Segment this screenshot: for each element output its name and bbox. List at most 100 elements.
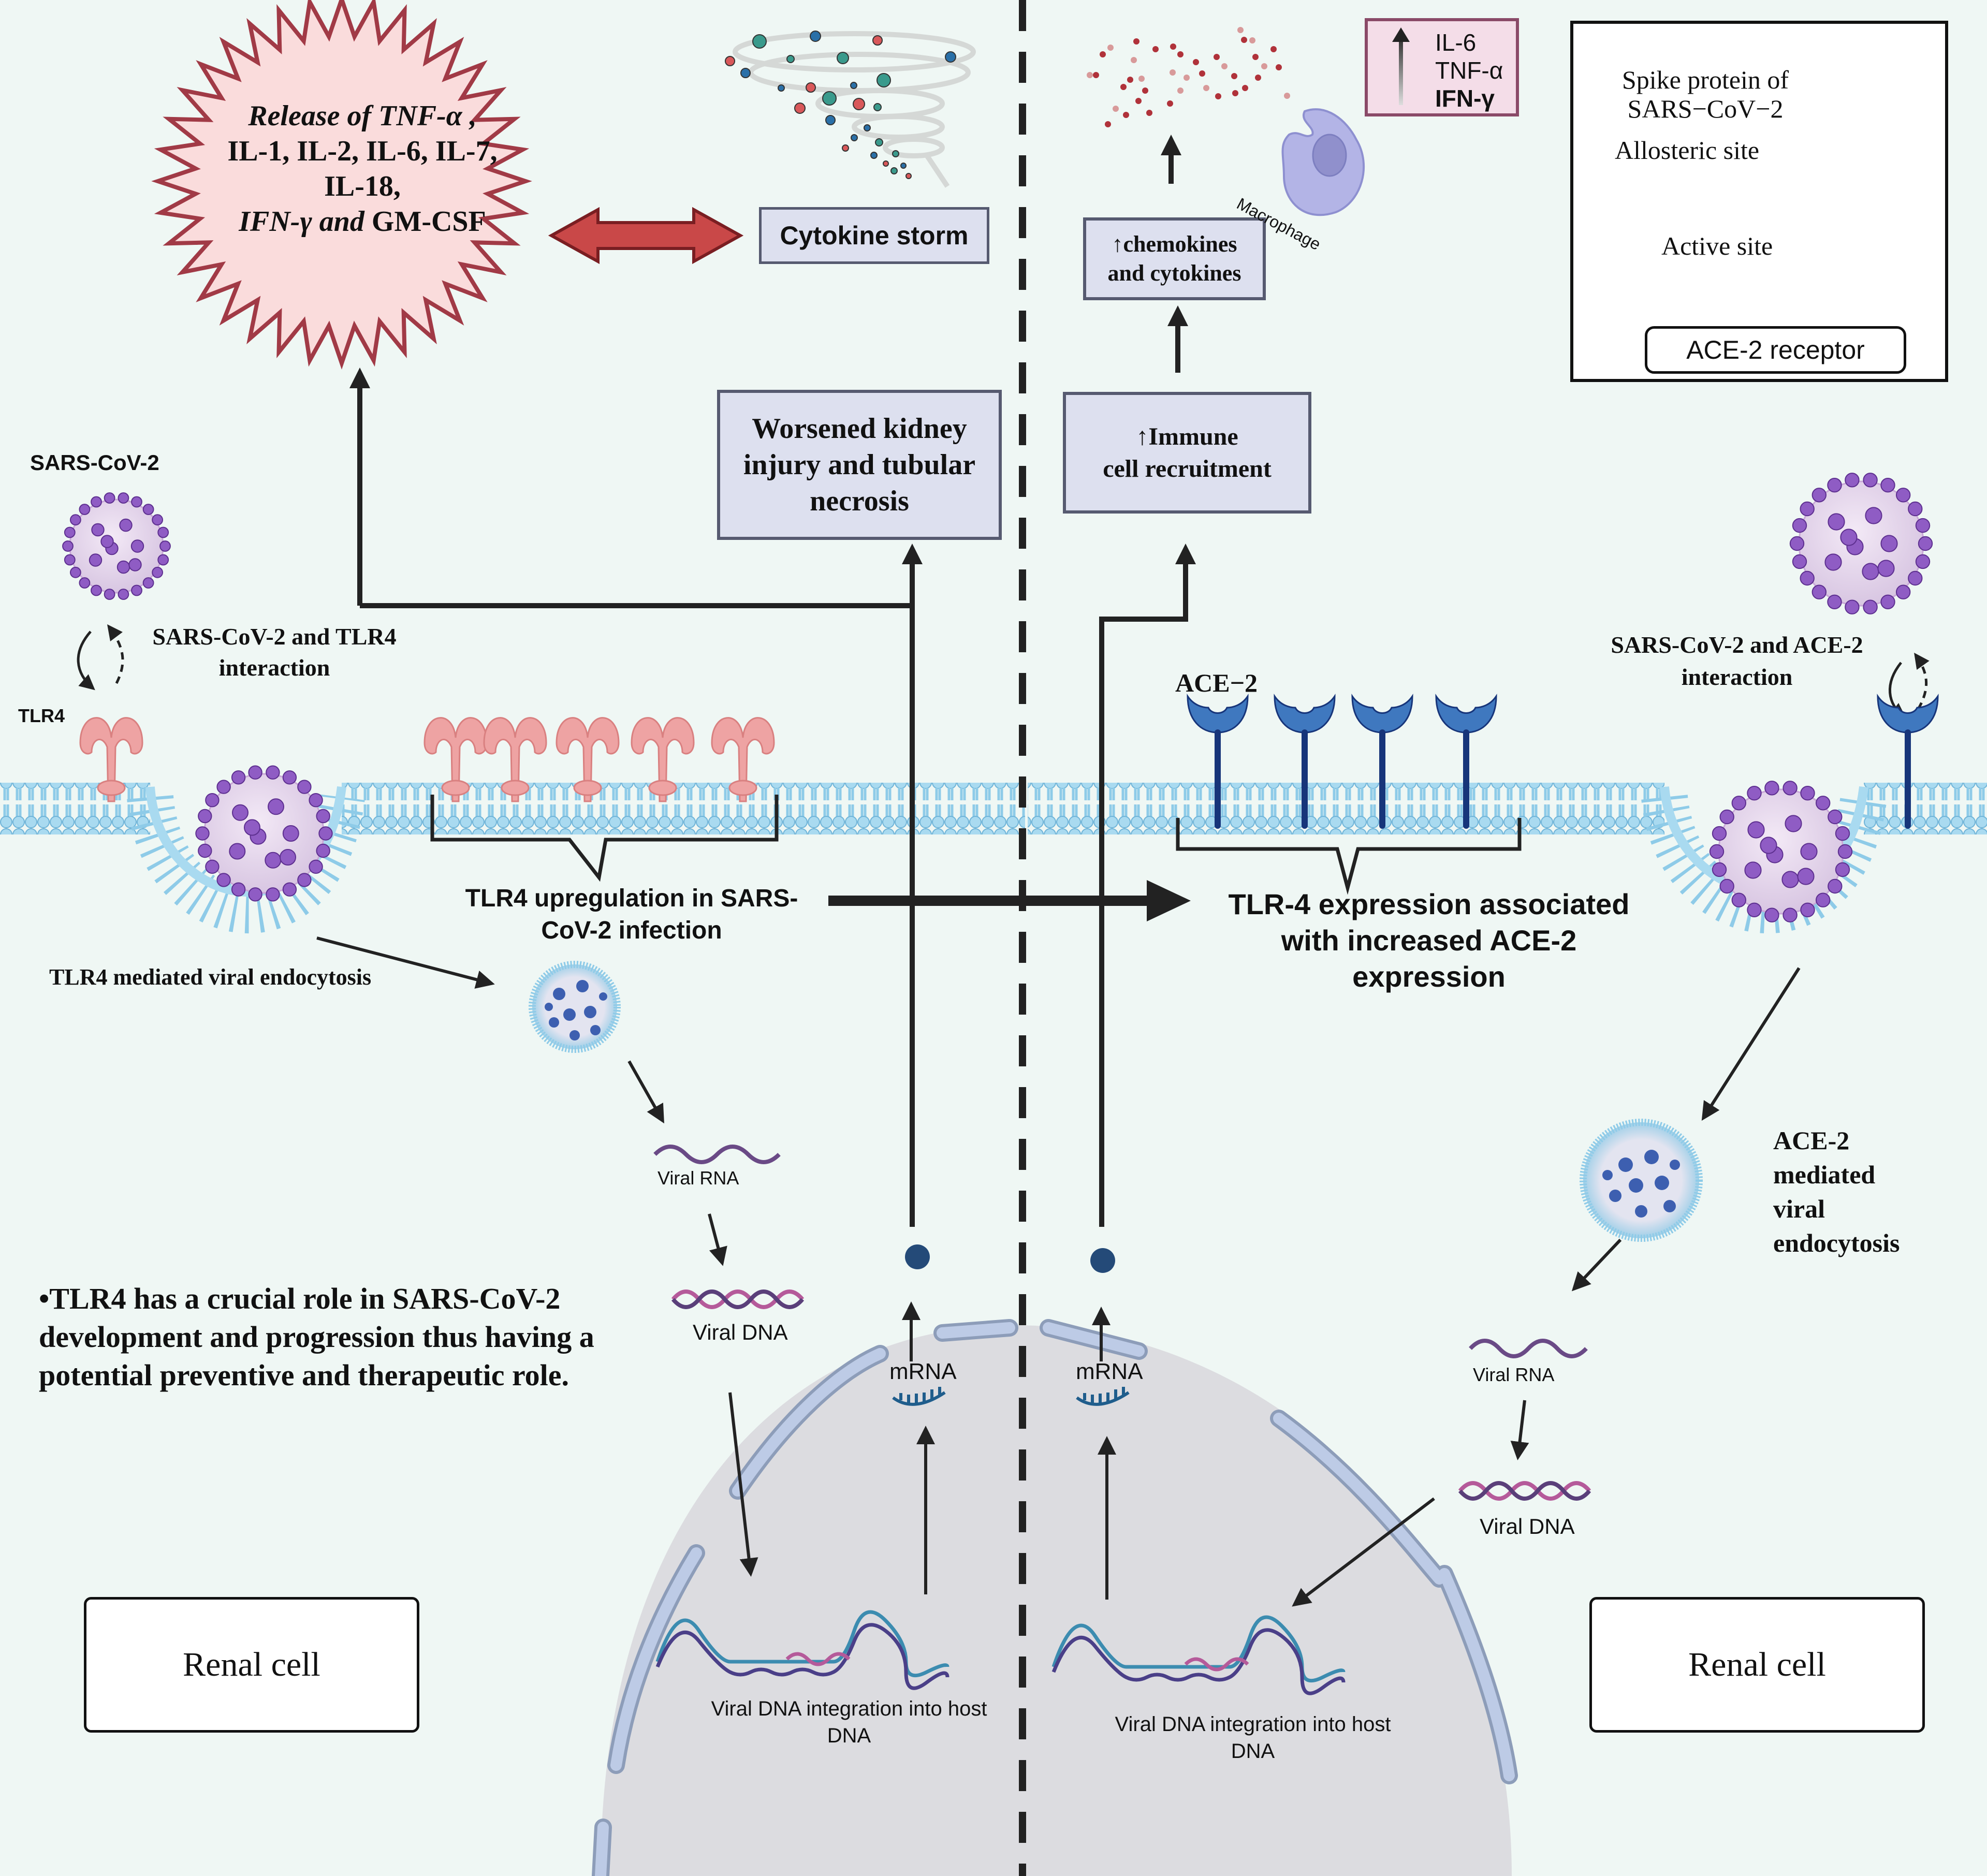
renal-cell-label-left: Renal cell	[183, 1646, 320, 1683]
starburst-line-4-italic: IFN-γ and	[239, 206, 364, 238]
virus-icon	[195, 765, 333, 902]
host-dna-left	[655, 1610, 949, 1690]
cytokine-particle	[1255, 75, 1261, 81]
ace2-receptor-icon	[1877, 694, 1939, 829]
immune-recruitment-box: ↑Immune cell recruitment	[1063, 392, 1311, 514]
cytokine-particle	[1123, 112, 1129, 118]
bidirectional-arrow	[548, 207, 744, 265]
cytokine-particle	[1215, 93, 1221, 99]
legend-spike-label: Spike protein of SARS−CoV−2	[1621, 65, 1789, 123]
cytokine-particle	[1261, 63, 1267, 69]
cytokine-particle	[1107, 45, 1114, 51]
kidney-injury-box: Worsened kidney injury and tubular necro…	[717, 390, 1002, 540]
ace2-receptors	[1187, 694, 1939, 829]
renal-cell-box-right: Renal cell	[1589, 1597, 1925, 1733]
viral-rna-left	[653, 1145, 781, 1164]
cytokine-storm-box: Cytokine storm	[759, 207, 989, 264]
virus-icon	[1709, 781, 1853, 922]
protein-blob-left	[905, 1244, 930, 1269]
viral-dna-right	[1458, 1481, 1591, 1501]
cytokine-particle	[1177, 51, 1184, 57]
nucleus	[592, 1319, 1518, 1876]
chemokines-box: ↑chemokines and cytokines	[1083, 217, 1266, 300]
mrna-left	[892, 1387, 946, 1406]
cytokine-particle	[1249, 37, 1255, 43]
mrna-label-right: mRNA	[1076, 1359, 1143, 1384]
cytokine-particle	[1252, 54, 1259, 60]
legend-active-label: Active site	[1661, 231, 1773, 260]
sars-cov-2-particles	[62, 473, 1933, 922]
cytokine-particle	[1131, 57, 1137, 63]
starburst-line-2: IL-1, IL-2, IL-6, IL-7,	[227, 135, 498, 167]
cytokine-storm-icon	[725, 31, 976, 188]
tlr4-receptor-icon	[483, 717, 547, 802]
starburst-text: Release of TNF-α , IL-1, IL-2, IL-6, IL-…	[207, 98, 518, 239]
cytokine-particles	[1087, 27, 1290, 127]
tlr4-label: TLR4	[18, 705, 65, 726]
cytokine-particle	[1170, 69, 1176, 76]
viral-rna-right	[1469, 1339, 1588, 1358]
legend-receptor-label: ACE-2 receptor	[1686, 335, 1865, 364]
cytokine-particle	[1284, 93, 1290, 99]
legend-allosteric-label: Allosteric site	[1615, 136, 1760, 165]
tlr4-role-note: •TLR4 has a crucial role in SARS-CoV-2 d…	[39, 1282, 594, 1392]
immune-recruitment-label: ↑Immune cell recruitment	[1103, 422, 1272, 482]
starburst-line-3: IL-18,	[324, 170, 401, 202]
cytokine-particle	[1231, 73, 1237, 79]
ace2-receptor-icon	[1435, 694, 1497, 829]
viral-dna-left	[671, 1289, 805, 1309]
protein-blob-right	[1090, 1248, 1115, 1273]
ace2-legend-box: Spike protein of SARS−CoV−2 Allosteric s…	[1570, 21, 1948, 382]
ace2-receptor-icon	[1351, 694, 1413, 829]
pathway-arrows-left	[349, 368, 923, 1227]
tlr4-ace2-expression-label: TLR-4 expression associated with increas…	[1228, 888, 1630, 993]
cytokine-particle	[1152, 46, 1159, 52]
renal-cell-label-right: Renal cell	[1688, 1646, 1826, 1683]
kidney-injury-label: Worsened kidney injury and tubular necro…	[743, 413, 976, 517]
viral-dna-label-right: Viral DNA	[1480, 1514, 1575, 1538]
cytokine-particle	[1199, 70, 1205, 77]
tlr4-receptor-icon	[711, 717, 775, 802]
renal-cell-box-left: Renal cell	[84, 1597, 419, 1733]
endocytic-vesicle-right	[1580, 1119, 1703, 1242]
pathway-arrows-right	[1099, 135, 1196, 1227]
virus-icon	[1789, 473, 1933, 614]
cytokine-particle	[1170, 43, 1176, 50]
tlr4-endocytosis-label: TLR4 mediated viral endocytosis	[49, 964, 372, 990]
cytokine-particle	[1167, 100, 1173, 107]
integration-label-left: Viral DNA integration into host DNA	[711, 1697, 987, 1747]
ace2-endocytosis-label: ACE-2 mediated viral endocytosis	[1773, 1126, 1900, 1257]
macrophage-icon	[1281, 108, 1365, 216]
cytokine-storm-label: Cytokine storm	[780, 221, 969, 250]
tlr4-upregulation-label: TLR4 upregulation in SARS- CoV-2 infecti…	[465, 885, 798, 944]
ace2-receptor-icon	[1274, 694, 1336, 829]
upregulation-arrow	[828, 880, 1191, 921]
starburst-line-4: IFN-γ and GM-CSF	[207, 204, 518, 239]
host-dna-right	[1051, 1615, 1346, 1695]
cytokine-particle	[1113, 106, 1119, 112]
cytokine-particle	[1193, 59, 1199, 65]
integration-label-right: Viral DNA integration into host DNA	[1115, 1713, 1391, 1763]
cytokine-particle	[1133, 38, 1139, 45]
ace2-bracket	[1176, 818, 1522, 895]
increase-arrow-icon	[1399, 33, 1403, 105]
tlr4-interaction-label: SARS-CoV-2 and TLR4 interaction	[152, 623, 397, 681]
cytokine-tnf: TNF-α	[1435, 57, 1503, 84]
increase-arrowhead-icon	[1392, 27, 1410, 42]
cytokine-particle	[1214, 54, 1220, 60]
cytokine-particle	[1177, 87, 1184, 94]
cytokine-particle	[1142, 87, 1148, 94]
cytokine-particle	[1120, 84, 1127, 90]
cytokine-particle	[1232, 90, 1238, 96]
cytokine-particle	[1135, 98, 1142, 104]
chemokines-label: ↑chemokines and cytokines	[1107, 231, 1241, 286]
cytokine-particle	[1127, 77, 1133, 83]
legend-receptor-label-box: ACE-2 receptor	[1645, 326, 1906, 374]
ace2-receptor-icon	[1187, 694, 1249, 829]
tlr4-receptor-icon	[79, 717, 143, 802]
cytokine-ifn: IFN-γ	[1435, 85, 1495, 112]
cascade-arrows-right	[1092, 967, 1801, 1607]
virus-icon	[62, 492, 171, 600]
ace2-label: ACE−2	[1175, 668, 1258, 697]
cytokine-particle	[1105, 121, 1111, 127]
